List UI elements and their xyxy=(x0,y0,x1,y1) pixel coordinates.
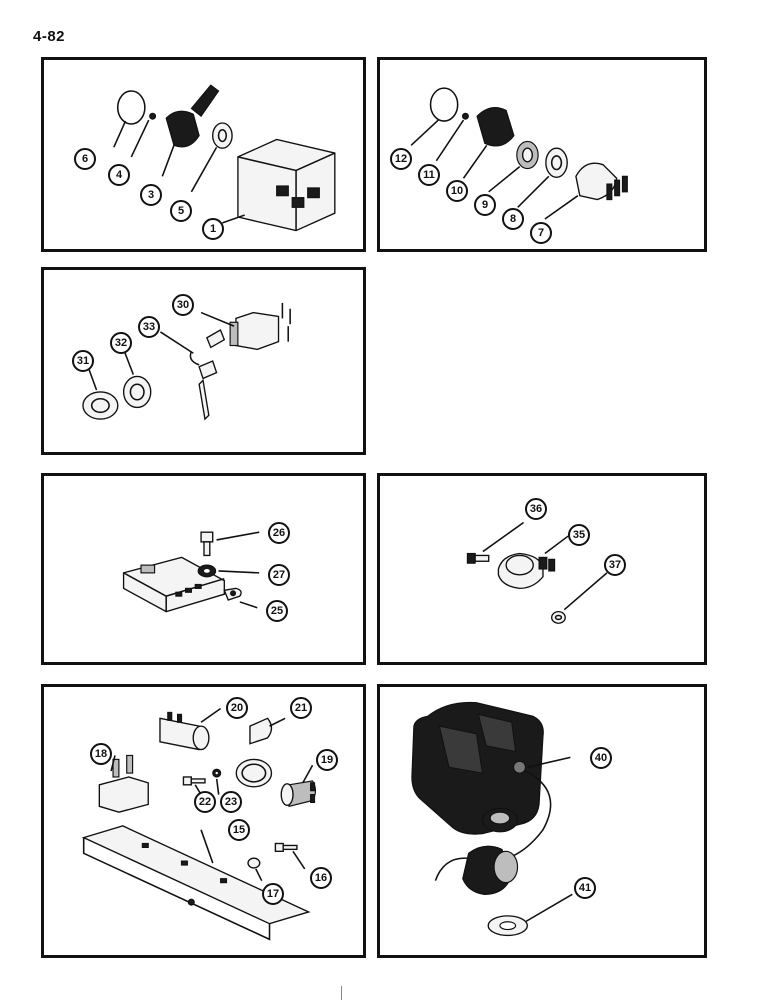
callout-27: 27 xyxy=(268,564,290,586)
callout-30: 30 xyxy=(172,294,194,316)
callout-18: 18 xyxy=(90,743,112,765)
callout-1: 1 xyxy=(202,218,224,240)
toggle-switch-relay-illustration xyxy=(113,84,336,232)
callout-7: 7 xyxy=(530,222,552,244)
callout-35: 35 xyxy=(568,524,590,546)
callout-26: 26 xyxy=(268,522,290,544)
callout-37: 37 xyxy=(604,554,626,576)
callout-22: 22 xyxy=(194,791,216,813)
callout-40: 40 xyxy=(590,747,612,769)
scan-mark xyxy=(341,986,342,1000)
callout-17: 17 xyxy=(262,883,284,905)
panel-module: 26 27 25 xyxy=(41,473,366,665)
callout-11: 11 xyxy=(418,164,440,186)
callout-25: 25 xyxy=(266,600,288,622)
callout-16: 16 xyxy=(310,867,332,889)
sender-illustration xyxy=(466,521,608,624)
panel-sender: 36 35 37 xyxy=(377,473,707,665)
callout-15: 15 xyxy=(228,819,250,841)
callout-21: 21 xyxy=(290,697,312,719)
panel-rotary-switch: 12 11 10 9 8 7 xyxy=(377,57,707,252)
callout-23: 23 xyxy=(220,791,242,813)
callout-31: 31 xyxy=(72,350,94,372)
callout-32: 32 xyxy=(110,332,132,354)
callout-10: 10 xyxy=(446,180,468,202)
rotary-switch-illustration xyxy=(410,87,628,220)
page-number: 4-82 xyxy=(33,28,66,45)
module-illustration xyxy=(122,531,260,613)
panel-connector: 40 41 xyxy=(377,684,707,958)
callout-6: 6 xyxy=(74,148,96,170)
callout-41: 41 xyxy=(574,877,596,899)
callout-19: 19 xyxy=(316,749,338,771)
callout-5: 5 xyxy=(170,200,192,222)
callout-4: 4 xyxy=(108,164,130,186)
callout-12: 12 xyxy=(390,148,412,170)
callout-36: 36 xyxy=(525,498,547,520)
callout-33: 33 xyxy=(138,316,160,338)
panel-bracket-assembly: 20 21 18 19 22 23 15 16 17 xyxy=(41,684,366,958)
callout-20: 20 xyxy=(226,697,248,719)
callout-8: 8 xyxy=(502,208,524,230)
connector-illustration xyxy=(411,701,573,937)
callout-3: 3 xyxy=(140,184,162,206)
key-switch-illustration xyxy=(82,302,291,421)
panel-toggle-switch-relay: 6 4 3 5 1 xyxy=(41,57,366,252)
panel-key-switch: 30 33 32 31 xyxy=(41,267,366,455)
callout-9: 9 xyxy=(474,194,496,216)
bracket-assembly-illustration xyxy=(81,707,317,941)
